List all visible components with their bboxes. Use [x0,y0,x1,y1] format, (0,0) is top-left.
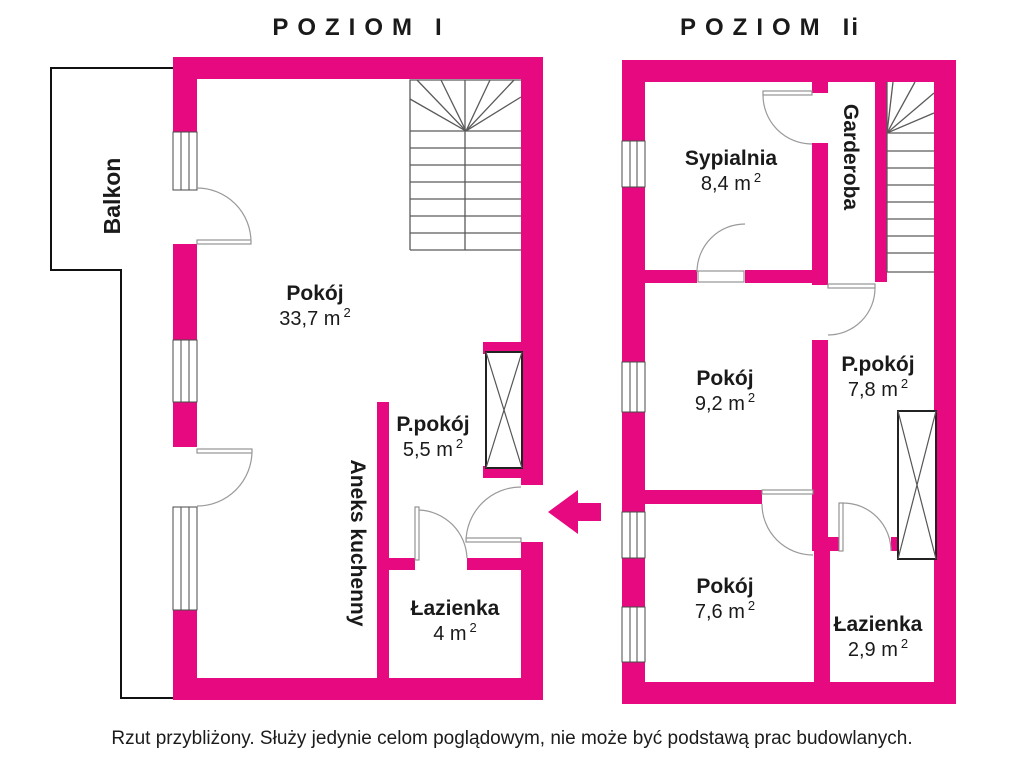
plan2-doors [696,90,892,556]
plan1-title-numeral: I [435,14,444,41]
disclaimer-text: Rzut przybliżony. Służy jedynie celom po… [111,728,913,749]
entrance-arrow-icon [548,490,601,534]
plan2-windows [621,140,646,663]
plan1-shaft-symbol [485,351,523,469]
plan2-shaft-symbol [897,410,937,560]
plan1-balcony-outline [50,67,173,699]
plan1-title: POZIOM I [208,14,508,42]
plan2-title-label: POZIOM [679,14,829,41]
plan1-stairs [409,79,522,251]
plan2-stairs [886,81,935,273]
plan1-walls [173,57,543,700]
balcony-label: Balkon [99,157,125,235]
plan1-doors [196,187,522,561]
plan1-windows [172,131,198,611]
plan2-title: POZIOM Ii [620,14,920,42]
plan2-walls [622,60,956,704]
plan2-title-numeral: Ii [842,14,860,41]
plan1-title-label: POZIOM [272,14,421,41]
wardrobe-label: Garderoba [839,103,862,211]
